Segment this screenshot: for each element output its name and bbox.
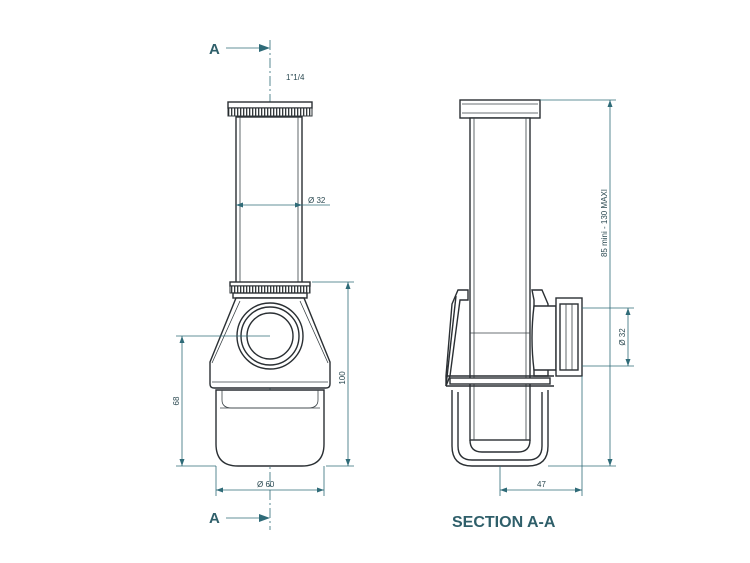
- dim-outlet-offset-label: 47: [537, 480, 546, 489]
- dim-adjustable-height: 85 mini - 130 MAXI: [540, 99, 616, 467]
- dim-tube-diameter: Ø 32: [236, 196, 330, 208]
- section-top-cap: [459, 99, 541, 119]
- section-marker-top: A: [209, 41, 270, 58]
- section-marker-top-label: A: [209, 41, 220, 58]
- section-title: SECTION A-A: [452, 514, 556, 531]
- section-view: 85 mini - 130 MAXI Ø 32 47 SECTION A-A: [445, 99, 634, 531]
- dim-adjustable-height-label: 85 mini - 130 MAXI: [600, 189, 609, 257]
- dim-outlet-diameter-label: Ø 32: [618, 328, 627, 346]
- bottle-cup: [215, 389, 325, 467]
- dim-height-100: 100: [312, 281, 354, 467]
- lower-nut: [229, 281, 311, 299]
- dim-outlet-offset: 47: [499, 376, 583, 496]
- dim-height-100-label: 100: [338, 371, 347, 385]
- dim-thread-label: 1"1/4: [286, 73, 305, 82]
- dim-bottle-diameter-label: Ø 60: [257, 480, 275, 489]
- section-marker-bottom: A: [209, 510, 270, 527]
- dim-outlet-diameter: Ø 32: [582, 307, 634, 367]
- dim-tube-diameter-label: Ø 32: [308, 196, 326, 205]
- dim-thread: 1"1/4: [286, 73, 305, 82]
- dim-bottle-diameter: Ø 60: [215, 466, 325, 496]
- dim-height-68: 68: [172, 335, 270, 467]
- top-nut: [227, 101, 313, 117]
- section-marker-bottom-label: A: [209, 510, 220, 527]
- section-tube: [469, 117, 531, 441]
- vertical-tube: [235, 116, 303, 285]
- dim-height-68-label: 68: [172, 396, 181, 405]
- section-outlet: [531, 297, 583, 377]
- front-view: A A: [172, 40, 354, 530]
